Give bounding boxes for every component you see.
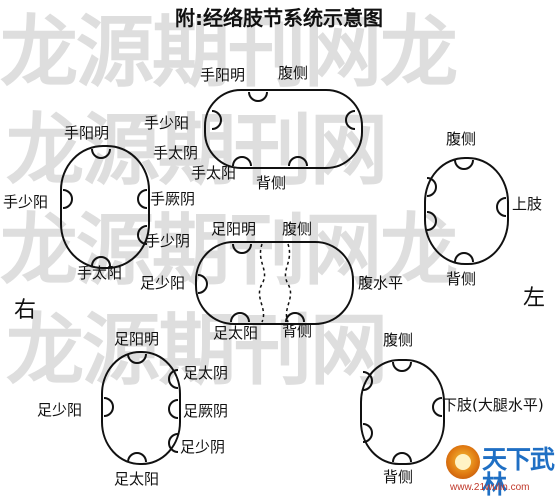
head-meridian-mark [248, 91, 268, 102]
left-leg-label-fuce: 腹侧 [383, 331, 414, 349]
logo-name: 天下武林 [482, 445, 555, 499]
right-leg-outline [101, 351, 181, 465]
right-leg-meridian-mark [168, 399, 179, 419]
head-meridian-mark [345, 110, 356, 130]
right-leg-label-zu-shaoyin: 足少阴 [180, 438, 226, 456]
right-side-label: 右 [14, 298, 37, 323]
right-leg-label-zu-jueyin: 足厥阴 [183, 402, 229, 420]
right-leg-label-zu-yangming: 足阳明 [114, 330, 160, 348]
head-outline [204, 89, 363, 169]
right-leg-meridian-mark [103, 397, 114, 417]
right-leg-meridian-mark [168, 369, 179, 389]
trunk-centerline [284, 243, 292, 323]
right-leg-label-zu-shaoyang: 足少阳 [37, 401, 83, 419]
right-arm-label-shou-yangming: 手阳明 [64, 124, 110, 142]
left-arm-meridian-mark [426, 211, 437, 231]
trunk-label-beice: 背侧 [282, 322, 313, 340]
left-arm-meridian-mark [496, 197, 507, 217]
left-arm-label-shangzhi: 上肢 [512, 195, 543, 213]
head-label-shou-shaoyang: 手少阳 [144, 114, 190, 132]
right-arm-label-shou-jueyin: 手厥阴 [150, 190, 196, 208]
left-leg-outline [360, 359, 445, 465]
trunk-label-zu-yangming: 足阳明 [211, 220, 257, 238]
left-arm-meridian-mark [426, 177, 437, 197]
trunk-centerline [258, 243, 266, 323]
right-leg-label-zu-taiyin: 足太阴 [183, 364, 229, 382]
head-label-beice: 背侧 [256, 174, 287, 192]
head-meridian-mark [288, 156, 308, 167]
diagram-title: 附:经络肢节系统示意图 [175, 6, 383, 30]
left-leg-meridian-mark [362, 371, 373, 391]
right-arm-meridian-mark [91, 256, 111, 267]
head-label-shou-taiyin: 手太阴 [153, 144, 199, 162]
trunk-label-fuce: 腹侧 [282, 220, 313, 238]
right-leg-label-zu-taiyang: 足太阳 [114, 470, 160, 488]
left-leg-meridian-mark [392, 452, 412, 463]
right-leg-meridian-mark [127, 452, 147, 463]
left-leg-meridian-mark [362, 423, 373, 443]
right-arm-meridian-mark [137, 189, 148, 209]
trunk-label-fu-shuiping: 腹水平 [358, 274, 404, 292]
right-arm-outline [60, 145, 150, 269]
left-leg-label-beice: 背侧 [383, 468, 414, 486]
trunk-meridian-mark [230, 312, 250, 323]
head-meridian-mark [211, 110, 222, 130]
right-leg-meridian-mark [168, 433, 179, 453]
left-leg-meridian-mark [432, 397, 443, 417]
right-arm-label-shou-shaoyang: 手少阳 [3, 193, 49, 211]
trunk-meridian-mark [232, 243, 252, 254]
right-arm-meridian-mark [62, 189, 73, 209]
trunk-label-zu-taiyang: 足太阳 [213, 324, 259, 342]
site-logo: 天下武林 www.21wulin.com [444, 445, 558, 497]
trunk-meridian-mark [285, 312, 305, 323]
right-arm-meridian-mark [137, 225, 148, 245]
left-side-label: 左 [523, 286, 546, 311]
right-leg-meridian-mark [127, 353, 147, 364]
head-meridian-mark [232, 156, 252, 167]
right-arm-meridian-mark [91, 148, 111, 159]
right-arm-label-shou-shaoyin: 手少阴 [145, 232, 191, 250]
left-leg-label-xiazhi: 下肢(大腿水平) [442, 396, 544, 414]
trunk-meridian-mark [197, 274, 208, 294]
head-label-fuce: 腹侧 [278, 64, 309, 82]
logo-emblem-icon [446, 445, 480, 479]
trunk-label-zu-shaoyang: 足少阳 [140, 274, 186, 292]
left-leg-meridian-mark [392, 361, 412, 372]
right-arm-label-shou-taiyang: 手太阳 [77, 264, 123, 282]
trunk-outline [195, 241, 354, 325]
left-arm-outline [424, 157, 509, 265]
left-arm-meridian-mark [454, 159, 474, 170]
left-arm-meridian-mark [454, 252, 474, 263]
head-label-shou-taiyang: 手太阳 [191, 164, 237, 182]
left-arm-label-fuce: 腹侧 [446, 130, 477, 148]
head-label-shou-yangming: 手阳明 [200, 66, 246, 84]
left-arm-label-beice: 背侧 [446, 270, 477, 288]
logo-url: www.21wulin.com [450, 482, 530, 493]
